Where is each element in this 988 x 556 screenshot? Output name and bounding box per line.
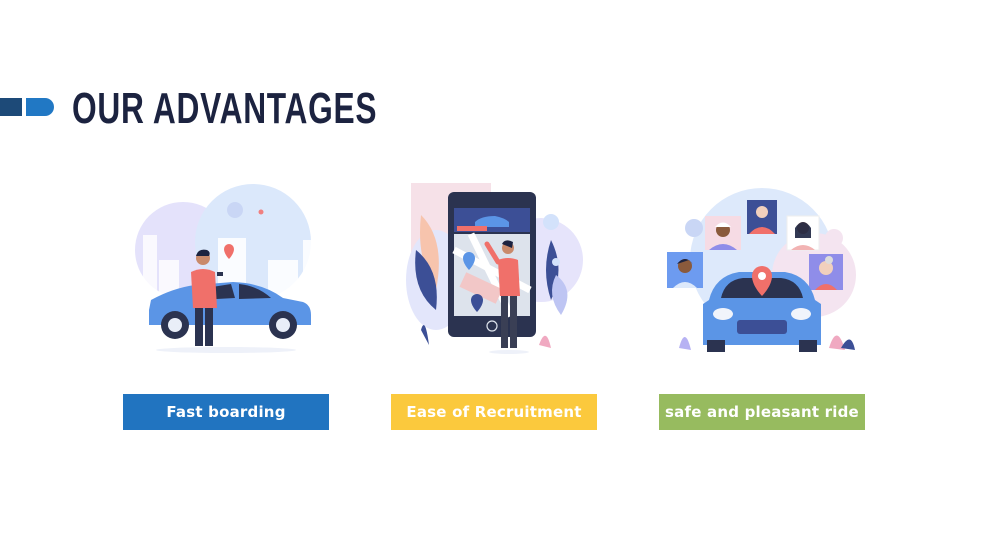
advantage-label-safe-and-pleasant-ride: safe and pleasant ride — [659, 394, 865, 430]
accent-pill-light — [26, 98, 54, 116]
man-with-phone-beside-car-illustration — [135, 184, 315, 353]
advantage-label-fast-boarding: Fast boarding — [123, 394, 329, 430]
advantage-card-ease-of-recruitment: Ease of Recruitment — [391, 180, 597, 430]
car-with-passenger-profiles-illustration — [667, 188, 856, 352]
man-using-ride-app-map-illustration — [406, 183, 583, 354]
advantage-label-ease-of-recruitment: Ease of Recruitment — [391, 394, 597, 430]
advantage-card-safe-and-pleasant-ride: safe and pleasant ride — [659, 180, 865, 430]
page-title: OUR ADVANTAGES — [72, 84, 378, 133]
accent-bar-dark — [0, 98, 22, 116]
advantage-card-fast-boarding: Fast boarding — [123, 180, 329, 430]
